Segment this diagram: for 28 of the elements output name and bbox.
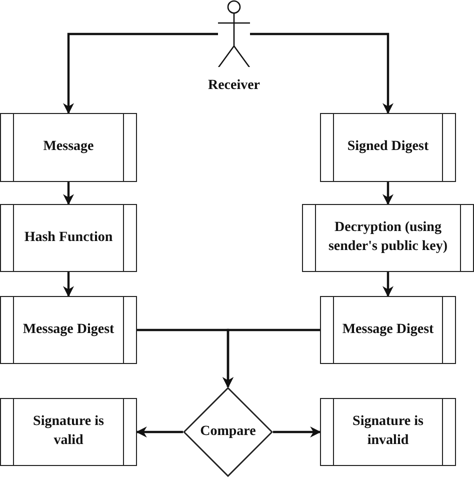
process-box: [0, 204, 137, 272]
arrow: [136, 426, 183, 438]
process-box: [0, 398, 137, 466]
process-box: [320, 296, 456, 364]
arrow: [382, 182, 394, 206]
arrow: [63, 182, 74, 206]
node-label: Signature is valid: [32, 413, 105, 450]
actor-label: Receiver: [208, 77, 260, 96]
node-label: Hash Function: [24, 228, 113, 247]
arrow: [382, 272, 394, 298]
node-label: Message Digest: [22, 320, 114, 339]
process-box: [0, 113, 137, 182]
arrow: [222, 328, 320, 388]
arrow: [250, 32, 394, 114]
process-box: [320, 398, 456, 466]
process-box: [302, 204, 474, 272]
arrow: [63, 32, 218, 114]
node-label: Message: [43, 138, 94, 156]
node-label: Message Digest: [342, 320, 434, 339]
process-box: [0, 296, 137, 364]
decision-diamond: [183, 387, 273, 477]
arrow: [63, 272, 74, 298]
node-label: Signature is invalid: [352, 413, 424, 450]
node-label: Signed Digest: [347, 138, 429, 156]
process-box: [320, 113, 456, 182]
arrow: [273, 426, 322, 438]
node-label: Decryption (using sender's public key): [327, 219, 448, 256]
node-label: Compare: [200, 422, 256, 441]
